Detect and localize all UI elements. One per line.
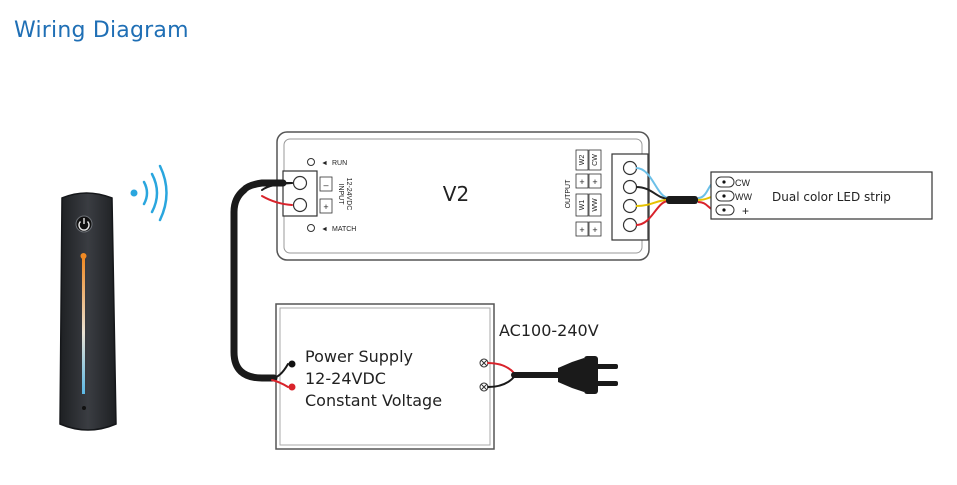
output-label: OUTPUT bbox=[565, 179, 572, 209]
led-terminal-plus: + bbox=[742, 204, 749, 218]
output-w1-label: W1 bbox=[579, 200, 586, 211]
match-arrow: ◄ bbox=[321, 226, 328, 233]
led-strip-label: Dual color LED strip bbox=[772, 190, 891, 204]
output-plus-sign: + bbox=[579, 225, 584, 235]
output-terminal-block bbox=[611, 153, 649, 241]
wireless-signal-icon bbox=[130, 164, 168, 222]
output-plus-sign: + bbox=[592, 225, 597, 235]
power-supply bbox=[275, 303, 495, 450]
match-indicator-icon bbox=[307, 224, 315, 232]
power-icon bbox=[75, 215, 93, 233]
ac-plug-icon bbox=[558, 356, 618, 394]
psu-positive-terminal bbox=[288, 383, 296, 391]
output-plus-sign: + bbox=[592, 177, 597, 187]
output-w2-label: W2 bbox=[579, 155, 586, 166]
output-wires bbox=[635, 167, 669, 226]
ac-input-label: AC100-240V bbox=[499, 321, 599, 340]
remote-control bbox=[59, 192, 117, 431]
output-plus-sign: + bbox=[579, 177, 584, 187]
input-minus-sign: – bbox=[323, 180, 328, 190]
output-ww-label: WW bbox=[592, 198, 599, 212]
power-supply-title: Power Supply bbox=[305, 347, 413, 366]
run-arrow: ◄ bbox=[321, 160, 328, 167]
input-terminal-block bbox=[282, 170, 318, 217]
dc-cable bbox=[230, 179, 293, 388]
power-supply-voltage: 12-24VDC bbox=[305, 369, 386, 388]
output-cable bbox=[666, 196, 698, 204]
remote-slider bbox=[82, 258, 85, 394]
input-voltage-label: 12-24VDC bbox=[345, 178, 352, 211]
power-supply-type: Constant Voltage bbox=[305, 391, 442, 410]
led-strip bbox=[710, 171, 933, 220]
page-title: Wiring Diagram bbox=[14, 18, 189, 43]
input-plus-sign: + bbox=[323, 202, 328, 212]
match-label: MATCH bbox=[332, 226, 356, 233]
output-cw-label: CW bbox=[592, 154, 599, 166]
psu-negative-terminal bbox=[288, 360, 296, 368]
led-terminal-ww: WW bbox=[735, 192, 752, 202]
run-indicator-icon bbox=[307, 158, 315, 166]
ac-cable bbox=[487, 362, 563, 388]
led-terminal-cw: CW bbox=[735, 178, 750, 188]
run-label: RUN bbox=[332, 160, 347, 167]
input-label: INPUT bbox=[337, 184, 344, 206]
ac-terminals bbox=[479, 358, 489, 392]
controller-model: V2 bbox=[443, 182, 469, 206]
